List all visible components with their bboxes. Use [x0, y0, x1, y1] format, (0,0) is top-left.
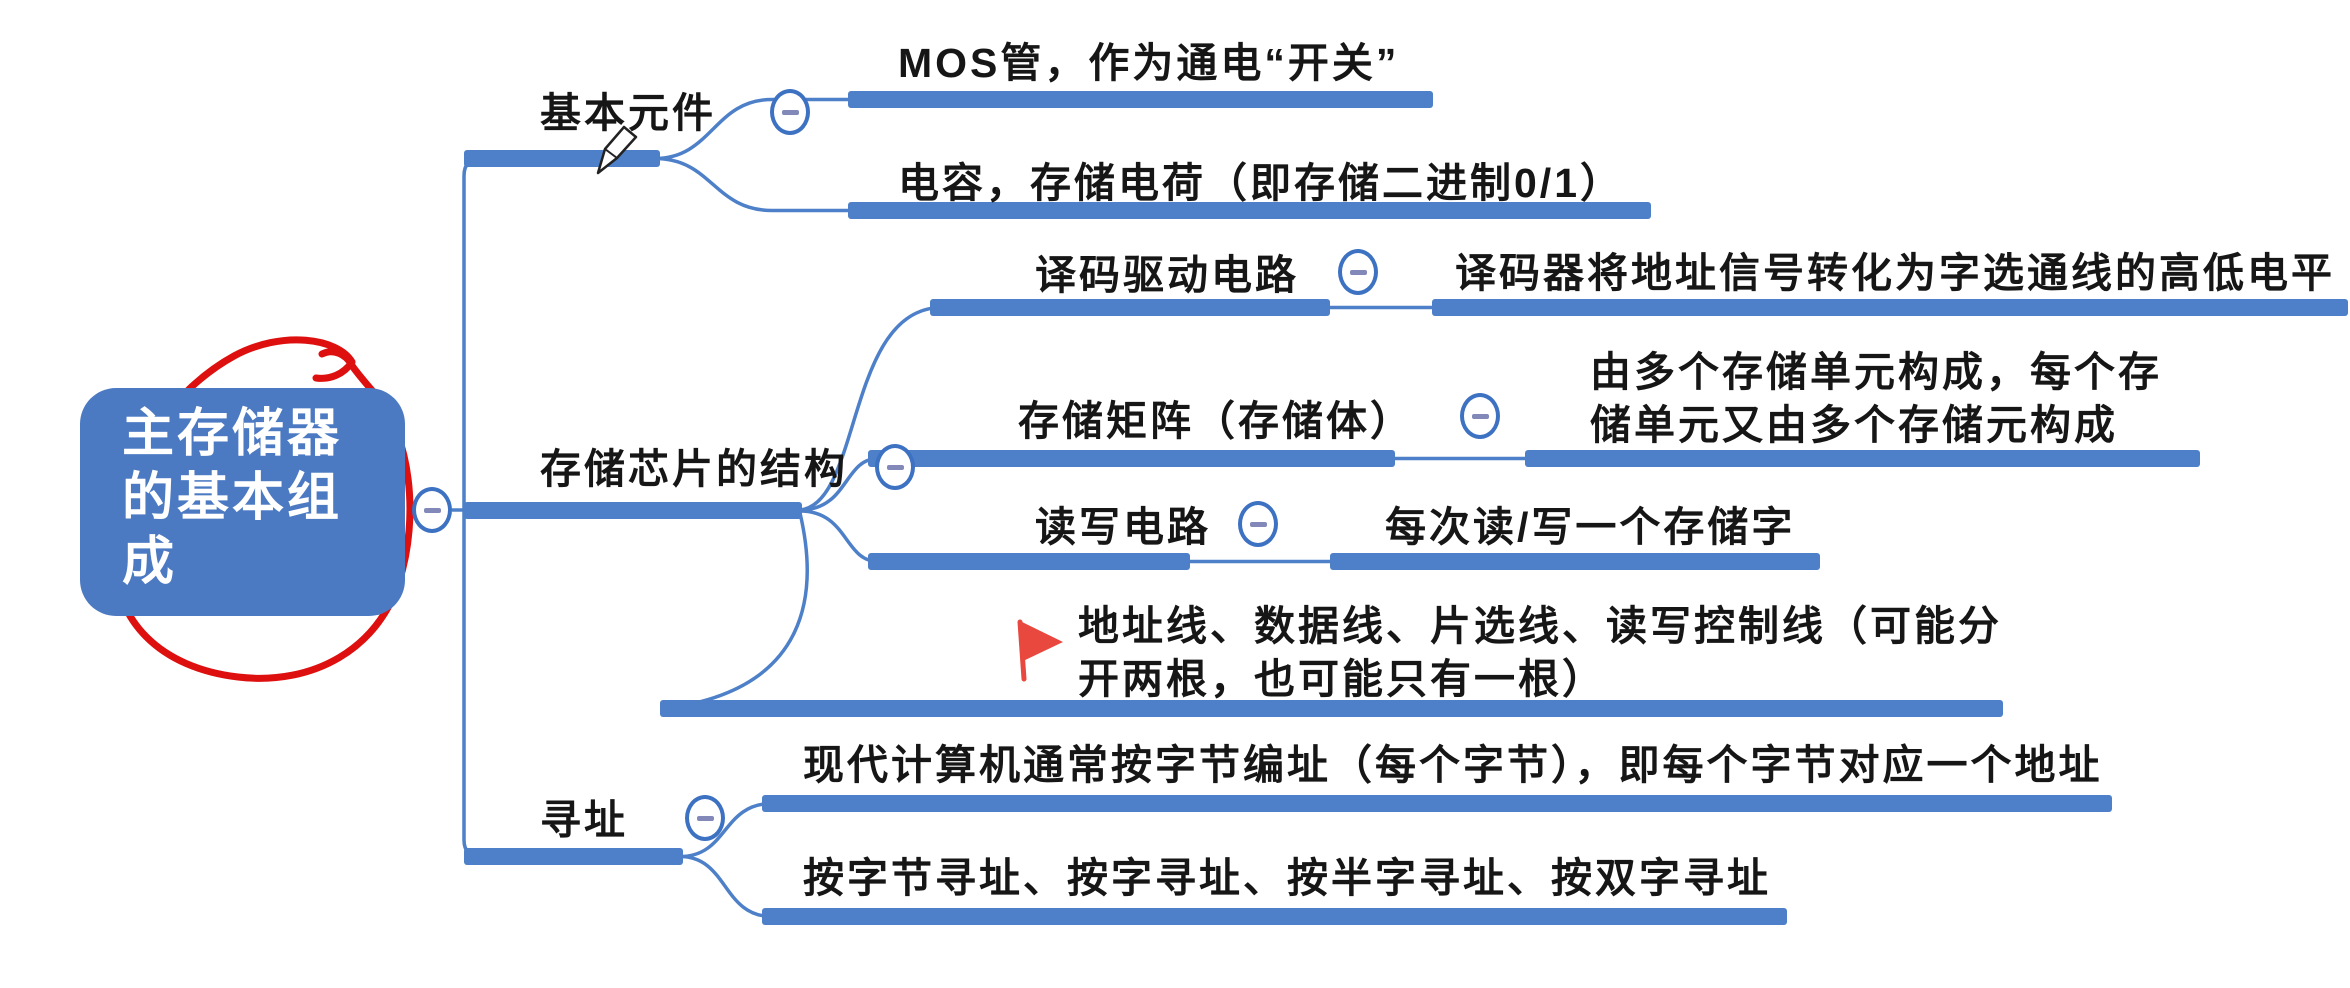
- root-node-label: 主存储器 的基本组 成: [122, 405, 343, 591]
- collapse-button-rw-circuit[interactable]: [1238, 501, 1278, 547]
- bar-byte-addressing: [762, 795, 2112, 812]
- red-annotation-circle: [110, 336, 414, 682]
- minus-icon: [1471, 413, 1489, 419]
- node-addressing-modes[interactable]: 按字节寻址、按字寻址、按半字寻址、按双字寻址: [803, 855, 1771, 901]
- node-byte-addressing[interactable]: 现代计算机通常按字节编址（每个字节），即每个字节对应一个地址: [803, 742, 2103, 788]
- node-chip-structure[interactable]: 存储芯片的结构: [540, 446, 848, 492]
- collapse-button-decoder[interactable]: [1338, 249, 1378, 295]
- collapse-button-chip-structure[interactable]: [875, 444, 915, 490]
- node-addressing[interactable]: 寻址: [540, 797, 628, 843]
- minus-icon: [1249, 521, 1267, 527]
- bar-matrix-text: [1525, 450, 2200, 467]
- collapse-button-matrix[interactable]: [1460, 393, 1500, 439]
- node-decoder-description[interactable]: 译码器将地址信号转化为字选通线的高低电平: [1455, 250, 2335, 296]
- minus-icon: [423, 507, 441, 513]
- bar-chip-structure: [464, 502, 802, 519]
- minus-icon: [781, 109, 799, 115]
- pencil-cursor-icon: [596, 125, 638, 175]
- flag-icon: [1017, 619, 1063, 682]
- node-basic-elements[interactable]: 基本元件: [540, 90, 716, 136]
- node-mos-transistor[interactable]: MOS管，作为通电“开关”: [898, 40, 1400, 86]
- node-rw-description[interactable]: 每次读/写一个存储字: [1385, 504, 1796, 550]
- collapse-button-root[interactable]: [412, 487, 452, 533]
- bar-decoder-label: [930, 299, 1330, 316]
- minus-icon: [886, 464, 904, 470]
- bar-basic-elements: [464, 150, 660, 167]
- node-signal-lines-note[interactable]: 地址线、数据线、片选线、读写控制线（可能分 开两根，也可能只有一根）: [1078, 603, 2002, 702]
- branch-bars: [464, 91, 2348, 925]
- collapse-button-basic-elements[interactable]: [770, 89, 810, 135]
- node-decoder-drive-circuit[interactable]: 译码驱动电路: [1035, 252, 1299, 298]
- root-node[interactable]: [80, 388, 405, 616]
- minus-icon: [1349, 269, 1367, 275]
- bar-rw-label: [868, 553, 1190, 570]
- minus-icon: [696, 815, 714, 821]
- node-storage-matrix-description[interactable]: 由多个存储单元构成，每个存 储单元又由多个存储元构成: [1590, 349, 2162, 448]
- bar-addressing-modes: [762, 908, 1787, 925]
- node-storage-matrix[interactable]: 存储矩阵（存储体）: [1018, 398, 1414, 444]
- bar-addressing: [464, 848, 683, 865]
- bar-rw-text: [1330, 553, 1820, 570]
- bar-decoder-text: [1432, 299, 2348, 316]
- bar-mos: [848, 91, 1433, 108]
- bar-lines-note: [660, 700, 2003, 717]
- node-capacitor[interactable]: 电容，存储电荷（即存储二进制0/1）: [898, 160, 1624, 206]
- collapse-button-addressing[interactable]: [685, 795, 725, 841]
- bar-capacitor: [848, 202, 1651, 219]
- connector-curves: [452, 97, 1525, 919]
- node-rw-circuit[interactable]: 读写电路: [1035, 504, 1211, 550]
- bar-matrix-label: [868, 450, 1395, 467]
